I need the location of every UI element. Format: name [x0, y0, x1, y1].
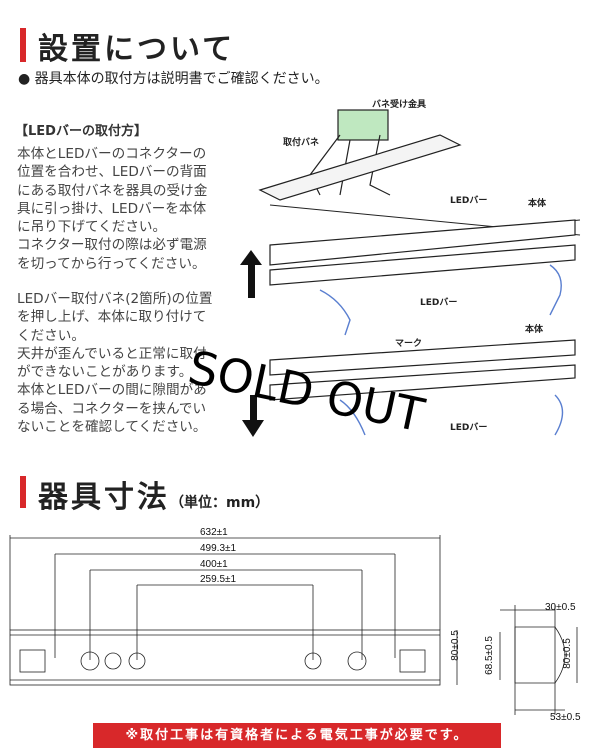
warning-banner: ※取付工事は有資格者による電気工事が必要です。 [93, 723, 501, 748]
led-bar-2 [269, 364, 576, 401]
label-spring: 取付バネ [283, 138, 320, 148]
dimensions-title: 器具寸法 [38, 480, 170, 515]
dim-total-length: 632±1 [200, 527, 228, 538]
up-arrow-icon [248, 260, 255, 298]
instructions-1: 本体とLEDバーのコネクターの 位置を合わせ、LEDバーの背面 にある取付バネを… [17, 146, 208, 272]
section-marker [20, 476, 26, 508]
label-led-bar-1: LEDバー [450, 196, 488, 206]
label-spring-bracket: バネ受け金具 [372, 100, 427, 110]
instructions-2: LEDバー取付バネ(2箇所)の位置 を押し上げ、本体に取り付けて ください。 天… [17, 291, 213, 436]
dim-side-top: 30±0.5 [545, 602, 576, 613]
fixture-side-view [514, 626, 566, 684]
label-mark: マーク [395, 339, 423, 349]
unit-label: （単位：mm） [170, 495, 270, 511]
section-title-installation: 設置について [38, 32, 236, 67]
note-text: 器具本体の取付方は説明書でご確認ください。 [34, 71, 329, 87]
hands [319, 264, 564, 436]
label-body-2: 本体 [525, 325, 544, 335]
dim-400: 400±1 [200, 559, 228, 570]
dim-259: 259.5±1 [200, 574, 237, 585]
label-led-bar-2: LEDバー [420, 298, 458, 308]
down-arrow-icon [250, 395, 257, 425]
dim-499: 499.3±1 [200, 543, 237, 554]
led-bar-1 [269, 244, 576, 286]
installation-illustration [240, 109, 581, 437]
label-led-bar-3: LEDバー [450, 423, 488, 433]
bullet-icon: ● [18, 71, 31, 87]
dim-side-height: 80±0.5 [561, 638, 573, 669]
dim-side-depth: 53±0.5 [550, 712, 581, 723]
fixture-body-2 [269, 339, 576, 376]
fixture-front-view [9, 629, 441, 686]
dim-side-inner: 68.5±0.5 [483, 636, 495, 675]
section-marker [20, 28, 26, 62]
label-body-1: 本体 [528, 199, 547, 209]
fixture-body-1 [269, 219, 576, 266]
spring-bracket [337, 109, 389, 141]
subheading: 【LEDバーの取付方】 [15, 124, 147, 139]
section-title-dimensions: 器具寸法（単位：mm） [38, 472, 269, 516]
dimension-drawing [9, 535, 578, 715]
dim-height: 80±0.5 [449, 630, 461, 661]
install-note: ● 器具本体の取付方は説明書でご確認ください。 [18, 68, 329, 88]
